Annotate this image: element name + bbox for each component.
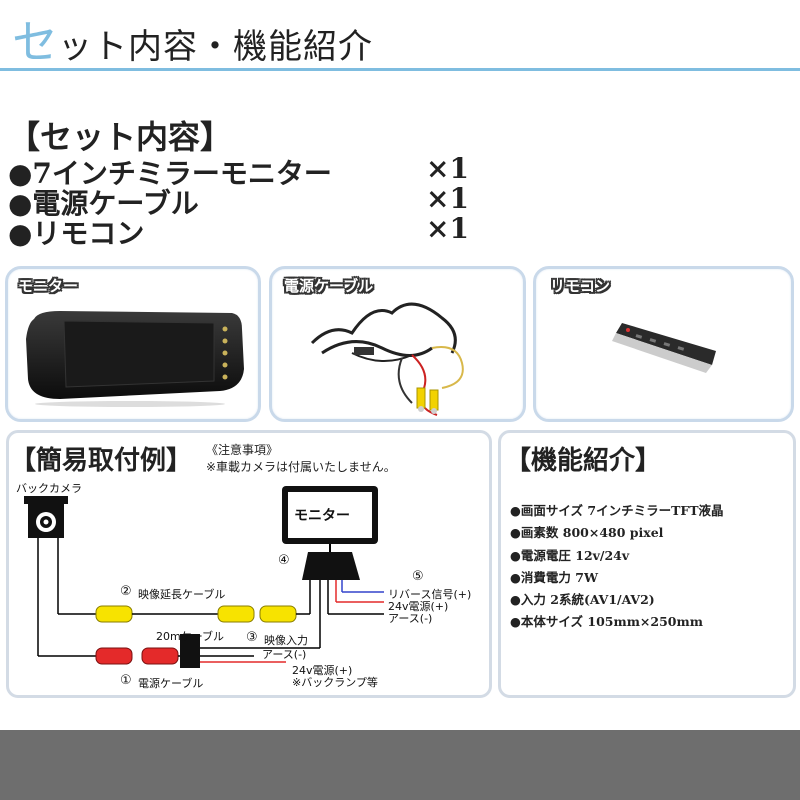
mirror-monitor-image bbox=[26, 311, 244, 407]
set-item-monitor-qty: ×1 bbox=[426, 152, 469, 185]
earth-label-2: アース(-) bbox=[388, 612, 433, 625]
marker-5: ⑤ bbox=[412, 569, 424, 584]
features-panel bbox=[498, 430, 796, 698]
back-lamp-note: ※バックランプ等 bbox=[292, 676, 378, 689]
footer-bar bbox=[0, 730, 800, 800]
feature-item: ●消費電力 7W bbox=[510, 570, 598, 585]
install-example-panel bbox=[6, 430, 492, 698]
power-cable-card-label: 電源ケーブル bbox=[284, 277, 374, 295]
wiring-diagram bbox=[24, 486, 384, 668]
yellow-connector-icon bbox=[259, 605, 297, 623]
red-connector-icon bbox=[141, 647, 179, 665]
page-title: セット内容・機能紹介 bbox=[12, 6, 373, 69]
header-underline bbox=[0, 68, 800, 71]
install-note-text: ※車載カメラは付属いたしません。 bbox=[206, 460, 396, 474]
page-title-first-char: セ bbox=[12, 15, 58, 69]
yellow-connector-icon bbox=[217, 605, 255, 623]
cable-20m-label: 20mケーブル bbox=[156, 630, 225, 643]
power-cable-label: 電源ケーブル bbox=[138, 677, 204, 690]
power-cable-card: 電源ケーブル bbox=[269, 266, 526, 422]
earth-label-1: アース(-) bbox=[262, 648, 307, 661]
monitor-card-label: モニター bbox=[18, 277, 79, 295]
remote-card-label: リモコン bbox=[550, 277, 611, 295]
feature-item: ●電源電圧 12v/24v bbox=[510, 548, 630, 563]
remote-control-image bbox=[612, 323, 716, 373]
monitor-connector bbox=[302, 552, 360, 580]
feature-item: ●画素数 800×480 pixel bbox=[510, 525, 664, 540]
set-item-power-cable-qty: ×1 bbox=[426, 182, 469, 215]
power-24v-label-1: 24v電源(+) bbox=[292, 664, 353, 677]
set-item-remote-qty: ×1 bbox=[426, 212, 469, 245]
power-cable-image bbox=[310, 302, 464, 416]
set-item-power-cable: ●電源ケーブル bbox=[8, 187, 199, 220]
red-connector-icon bbox=[95, 647, 133, 665]
set-contents-heading: 【セット内容】 bbox=[8, 118, 233, 156]
yellow-connector-icon bbox=[95, 605, 133, 623]
feature-item: ●本体サイズ 105mm×250mm bbox=[510, 614, 703, 629]
page-title-rest: ット内容・機能紹介 bbox=[58, 27, 373, 67]
video-extension-cable-label: 映像延長ケーブル bbox=[138, 588, 226, 601]
monitor-card: モニター bbox=[5, 266, 261, 422]
marker-3: ③ bbox=[246, 630, 258, 645]
install-example-title: 【簡易取付例】 bbox=[10, 446, 193, 476]
marker-2: ② bbox=[120, 584, 132, 599]
marker-1: ① bbox=[120, 673, 132, 688]
remote-card: リモコン bbox=[533, 266, 794, 422]
monitor-box-label: モニター bbox=[294, 508, 350, 524]
set-item-monitor: ●7インチミラーモニター bbox=[8, 157, 332, 190]
feature-item: ●入力 2系統(AV1/AV2) bbox=[510, 592, 655, 607]
page-header: セット内容・機能紹介 bbox=[0, 0, 800, 72]
video-input-label: 映像入力 bbox=[264, 634, 308, 647]
marker-4: ④ bbox=[278, 553, 290, 568]
features-title: 【機能紹介】 bbox=[505, 446, 662, 476]
feature-item: ●画面サイズ 7インチミラーTFT液晶 bbox=[510, 503, 724, 518]
install-note-heading: 《注意事項》 bbox=[206, 443, 279, 457]
reverse-signal-label: リバース信号(+) bbox=[388, 588, 472, 601]
back-camera-label: バックカメラ bbox=[16, 482, 82, 495]
set-item-remote: ●リモコン bbox=[8, 217, 145, 250]
junction-block bbox=[180, 634, 200, 668]
power-24v-label-2: 24v電源(+) bbox=[388, 600, 449, 613]
